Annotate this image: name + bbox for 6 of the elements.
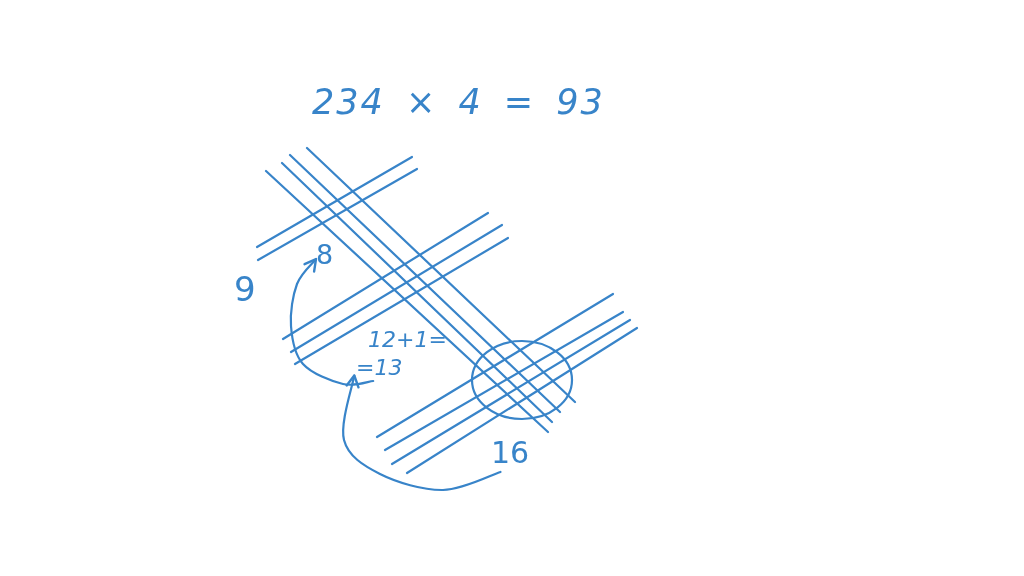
equation-title: 234 × 4 = 93 [312,82,605,123]
count-label: 8 [316,238,334,272]
count-label: 16 [491,434,530,472]
curved-arrow [289,257,375,386]
curved-arrow [342,374,502,492]
digit-label: 9 [234,268,256,311]
